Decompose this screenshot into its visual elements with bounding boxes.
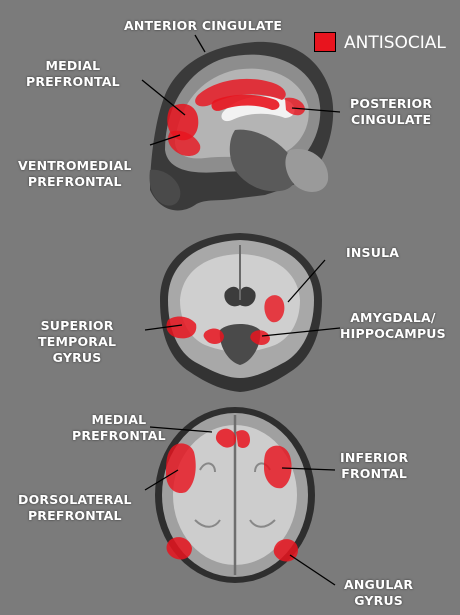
- label-superior-temporal-gyrus: SUPERIOR TEMPORAL GYRUS: [38, 318, 116, 366]
- label-posterior-cingulate: POSTERIOR CINGULATE: [350, 96, 432, 128]
- label-medial-prefrontal-sagittal: MEDIAL PREFRONTAL: [26, 58, 120, 90]
- label-amygdala-hippocampus: AMYGDALA/ HIPPOCAMPUS: [340, 310, 446, 342]
- legend-swatch: [314, 32, 336, 52]
- label-dorsolateral-prefrontal: DORSOLATERAL PREFRONTAL: [18, 492, 132, 524]
- label-angular-gyrus: ANGULAR GYRUS: [344, 577, 413, 609]
- label-insula: INSULA: [346, 245, 399, 261]
- label-inferior-frontal: INFERIOR FRONTAL: [340, 450, 408, 482]
- label-anterior-cingulate: ANTERIOR CINGULATE: [124, 18, 282, 34]
- label-medial-prefrontal-axial: MEDIAL PREFRONTAL: [72, 412, 166, 444]
- legend-label: ANTISOCIAL: [344, 33, 446, 53]
- label-ventromedial-prefrontal: VENTROMEDIAL PREFRONTAL: [18, 158, 132, 190]
- coronal-brain-slice: [160, 233, 322, 392]
